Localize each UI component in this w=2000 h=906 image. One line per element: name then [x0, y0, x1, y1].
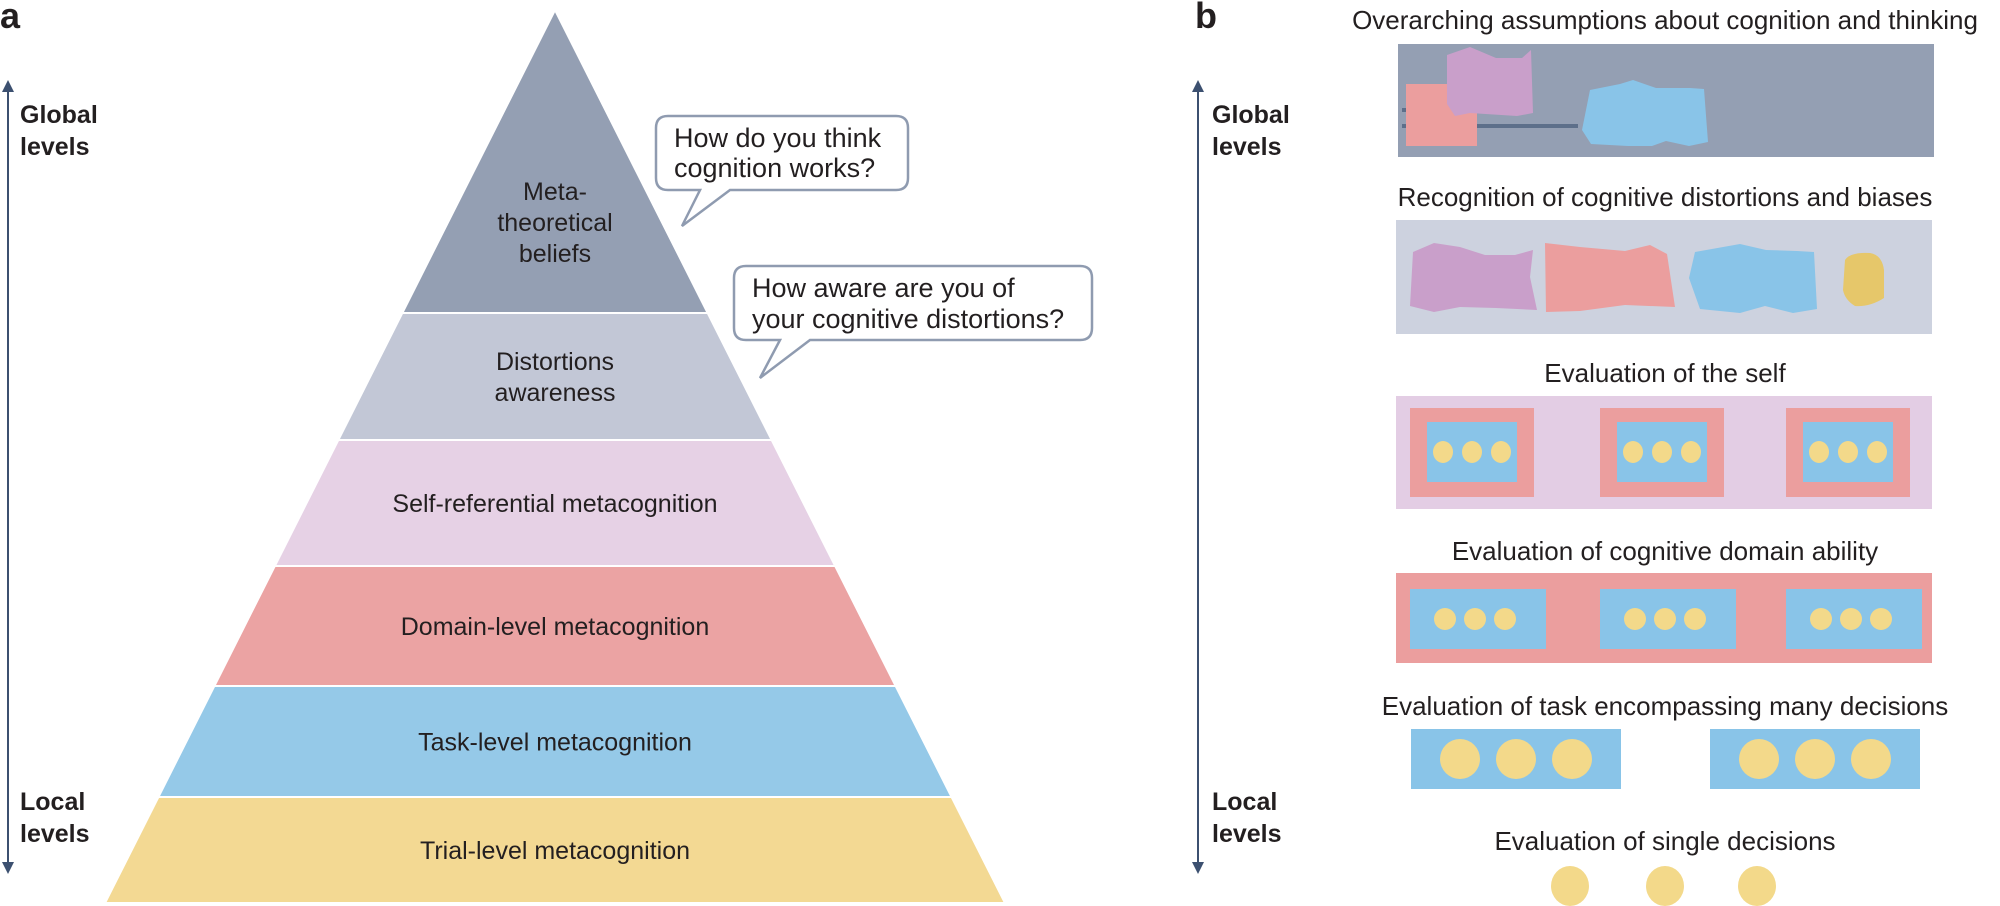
- pyramid-tier-label: Trial-level metacognition: [420, 837, 690, 865]
- bubble-2-line1: How aware are you of: [752, 273, 1015, 303]
- decision-dot: [1810, 608, 1832, 630]
- pyramid-tier-label: Task-level metacognition: [418, 729, 692, 757]
- decision-dot: [1494, 608, 1516, 630]
- level-title-task: Evaluation of task encompassing many dec…: [1382, 691, 1949, 721]
- panel-b-letter: b: [1195, 0, 1217, 36]
- decision-dot: [1433, 441, 1453, 463]
- pyramid-tier-label: awareness: [495, 379, 616, 407]
- decision-dot: [1496, 739, 1536, 779]
- decision-dot: [1739, 739, 1779, 779]
- blue-shape: [1582, 80, 1708, 146]
- decision-dot: [1652, 441, 1672, 463]
- decision-dot: [1838, 441, 1858, 463]
- level-title-domain: Evaluation of cognitive domain ability: [1452, 536, 1878, 566]
- pyramid-tier-label: Self-referential metacognition: [392, 490, 717, 518]
- pyramid-tier-label: Domain-level metacognition: [401, 613, 709, 641]
- decision-dot: [1440, 739, 1480, 779]
- decision-dot: [1795, 739, 1835, 779]
- level-title-distortions: Recognition of cognitive distortions and…: [1398, 182, 1933, 212]
- local-levels-label-line1: Local: [20, 788, 85, 816]
- decision-dot: [1809, 441, 1829, 463]
- decision-dot: [1851, 739, 1891, 779]
- blue-distortion-shape: [1689, 244, 1817, 313]
- level-title-self: Evaluation of the self: [1544, 358, 1786, 388]
- pyramid-tier-label: theoretical: [497, 209, 612, 237]
- decision-dot: [1624, 608, 1646, 630]
- decision-dot: [1552, 739, 1592, 779]
- decision-dot: [1867, 441, 1887, 463]
- bubble-2-line2: your cognitive distortions?: [752, 304, 1064, 334]
- purple-distortion-shape: [1410, 243, 1537, 312]
- panel-b: b Global levels Local levels Overarching…: [1192, 0, 1978, 906]
- pyramid-tier-2: [336, 312, 774, 441]
- illustration-distortions: [1396, 220, 1932, 334]
- single-decision-dot: [1551, 866, 1589, 906]
- decision-dot: [1840, 608, 1862, 630]
- local-levels-label-b-line2: levels: [1212, 820, 1282, 848]
- illustration-self: [1396, 396, 1932, 509]
- pyramid-tier-label: beliefs: [519, 240, 591, 268]
- speech-bubble-1: How do you think cognition works?: [654, 114, 910, 227]
- local-levels-label-b-line1: Local: [1212, 788, 1277, 816]
- mustard-distortion-shape: [1843, 252, 1884, 307]
- decision-dot: [1870, 608, 1892, 630]
- arrow-down-icon: [1192, 862, 1204, 874]
- local-levels-label-line2: levels: [20, 820, 90, 848]
- decision-dot: [1623, 441, 1643, 463]
- decision-dot: [1464, 608, 1486, 630]
- speech-bubble-2: How aware are you of your cognitive dist…: [732, 264, 1094, 379]
- panel-a: a Global levels Local levels Meta-theore…: [0, 0, 1094, 904]
- illustration-task: [1411, 729, 1920, 789]
- decision-dot: [1462, 441, 1482, 463]
- global-levels-label-line1: Global: [20, 101, 98, 129]
- arrow-down-icon: [2, 862, 14, 874]
- panel-a-letter: a: [0, 0, 21, 36]
- pyramid-tier-label: Distortions: [496, 348, 614, 376]
- salmon-distortion-shape: [1545, 243, 1675, 312]
- illustration-overarching: [1398, 44, 1934, 157]
- bubble-1-line1: How do you think: [674, 123, 882, 153]
- decision-dot: [1434, 608, 1456, 630]
- illustration-domain: [1396, 573, 1932, 663]
- decision-dot: [1681, 441, 1701, 463]
- decision-dot: [1684, 608, 1706, 630]
- decision-dot: [1491, 441, 1511, 463]
- single-decision-dot: [1738, 866, 1776, 906]
- global-levels-label-line2: levels: [20, 133, 90, 161]
- level-title-overarching: Overarching assumptions about cognition …: [1352, 5, 1978, 35]
- level-title-single: Evaluation of single decisions: [1494, 826, 1835, 856]
- decision-dot: [1654, 608, 1676, 630]
- arrow-up-icon: [1192, 80, 1204, 92]
- global-levels-label-b-line1: Global: [1212, 101, 1290, 129]
- pyramid-tier-6: [103, 796, 1007, 904]
- arrow-up-icon: [2, 80, 14, 92]
- purple-shape: [1447, 47, 1533, 116]
- illustration-single: [1551, 866, 1776, 906]
- pyramid-tier-label: Meta-: [523, 178, 587, 206]
- global-levels-label-b-line2: levels: [1212, 133, 1282, 161]
- single-decision-dot: [1646, 866, 1684, 906]
- bubble-1-line2: cognition works?: [674, 153, 875, 183]
